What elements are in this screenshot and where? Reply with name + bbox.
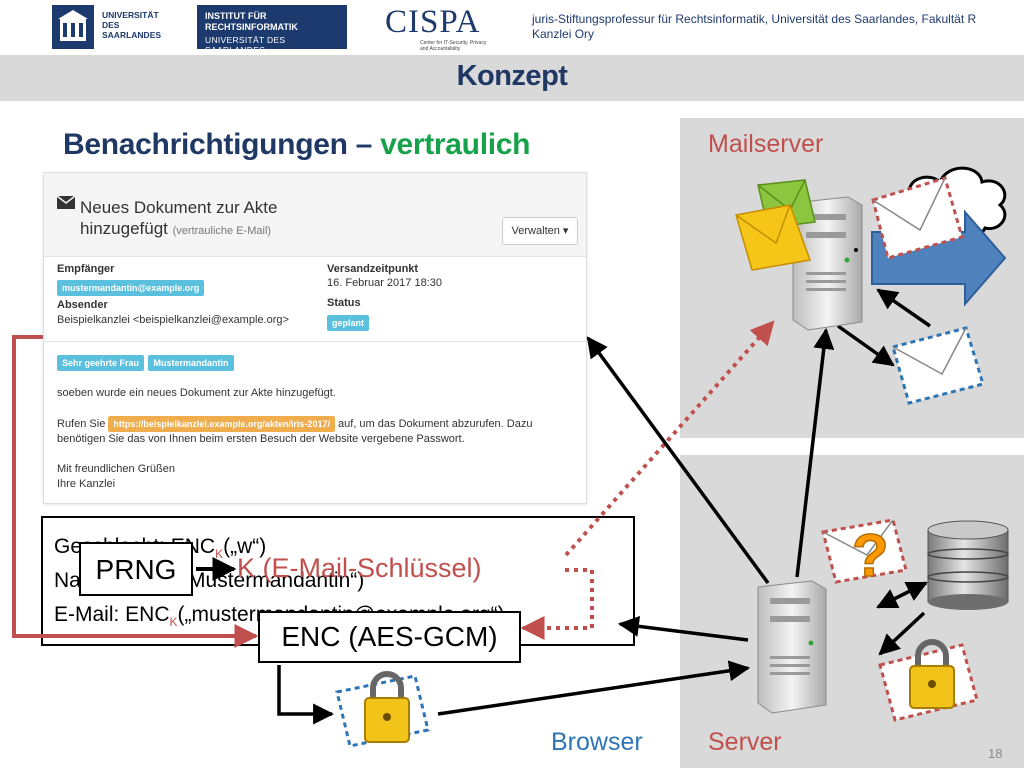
title-bar [0,55,1024,101]
email-divider [44,341,586,342]
status-label: Status [327,297,361,309]
ifr-line-2: RECHTSINFORMATIK [205,22,298,32]
uds-logo-text: UNIVERSITÄT DES SAARLANDES [102,10,161,40]
server-label: Server [708,728,782,756]
ifr-logo: INSTITUT FÜR RECHTSINFORMATIK UNIVERSITÄ… [197,5,347,55]
red-dotted-to-mailserver [564,320,775,557]
cipher-gender-b: („w“) [223,535,267,558]
arrow-server-to-mailserver [795,327,835,578]
header-info: juris-Stiftungsprofessur für Rechtsinfor… [532,12,977,41]
email-title: Neues Dokument zur Akte hinzugefügt (ver… [80,197,277,242]
page-title: Konzept [456,60,568,92]
time-label: Versandzeitpunkt [327,263,419,275]
email-title-sub: (vertrauliche E-Mail) [172,225,272,237]
cispa-logo: CISPA [385,4,481,40]
closing-2: Ihre Kanzlei [57,478,116,490]
slide-heading: Benachrichtigungen – vertraulich [63,128,531,162]
email-header [44,173,586,257]
locked-envelope-server-icon [878,639,979,722]
red-loop-line [12,335,259,648]
email-title-line-2: hinzugefügt [80,219,168,238]
airmail-envelope-top-icon [871,176,964,260]
uds-line-1: UNIVERSITÄT [102,10,159,20]
university-crest-icon [52,5,94,49]
airmail-envelope-mid-icon [891,326,985,405]
body-line-1: soeben wurde ein neues Dokument zur Akte… [57,387,336,399]
cispa-subtitle: Center for IT-Security, Privacy and Acco… [420,40,487,52]
mailserver-label: Mailserver [708,130,824,158]
caret-down-icon: ▾ [562,225,569,237]
cipher-email-a: E-Mail: ENC [54,603,170,626]
verwalten-label: Verwalten [511,225,560,237]
cipher-gender-key: K [215,547,224,562]
server-panel [680,455,1024,768]
document-link[interactable]: https://beispielkanzlei.example.org/akte… [108,416,335,432]
heading-main: Benachrichtigungen – [63,128,381,161]
heading-accent: vertraulich [380,128,531,161]
server-tower-icon [757,580,827,714]
closing-1: Mit freundlichen Grüßen [57,463,175,475]
sender-label: Absender [57,299,108,311]
arrow-lock-to-server [437,660,751,716]
locked-envelope-browser-icon [335,671,430,748]
email-title-line-1: Neues Dokument zur Akte [80,198,278,217]
envelope-stack-icon [735,179,816,271]
svg-text:?: ? [852,522,889,589]
database-icon [927,520,1009,610]
arrow-enc-to-lock [277,665,335,725]
red-dotted-to-enc [520,568,594,640]
uds-line-2: DES [102,20,120,30]
email-screenshot: Neues Dokument zur Akte hinzugefügt (ver… [43,172,587,504]
arrow-mail-to-mailserver [876,288,931,328]
arrow-server-to-cipher [617,615,749,642]
browser-label: Browser [551,728,643,756]
body-line-2-b: auf, um das Dokument abzurufen. Dazu [338,418,533,430]
arrow-mailserver-to-mail [836,324,895,367]
salutation-badge-2: Mustermandantin [148,355,234,371]
key-label-main: K (E-Mail-Schlüssel) [237,553,482,583]
arrow-server-to-browser-top [586,336,770,585]
arrow-db-to-server [876,581,928,609]
salutation-badge-1: Sehr geehrte Frau [57,355,145,371]
key-label: K (E-Mail-Schlüssel) [237,553,482,587]
body-line-2-a: Rufen Sie [57,418,106,430]
verwalten-button[interactable]: Verwalten ▾ [502,217,578,245]
salutation: Sehr geehrte Frau Mustermandantin [57,353,234,371]
body-line-2: Rufen Sie https://beispielkanzlei.exampl… [57,416,532,432]
sender-value: Beispielkanzlei <beispielkanzlei@example… [57,314,289,326]
envelope-icon [57,196,75,209]
enc-box: ENC (AES-GCM) [258,611,521,663]
cipher-email-key: K [169,615,178,630]
uds-line-3: SAARLANDES [102,30,162,40]
page-number: 18 [988,746,1003,761]
time-value: 16. Februar 2017 18:30 [327,277,442,289]
ifr-line-1: INSTITUT FÜR [205,11,267,21]
ifr-line-3: UNIVERSITÄT DES SAARLANDES [205,35,286,55]
airmail-envelope-question-icon: ? [821,518,908,590]
body-line-3: benötigen Sie das von Ihnen beim ersten … [57,433,465,445]
status-badge: geplant [327,315,370,331]
arrow-server-to-lockmail [878,611,926,656]
recipient-label: Empfänger [57,263,115,275]
mailserver-tower-icon [792,196,863,331]
prng-box: PRNG [79,542,193,596]
recipient-badge: mustermandantin@example.org [57,280,205,296]
uds-logo-emblem [52,5,94,49]
